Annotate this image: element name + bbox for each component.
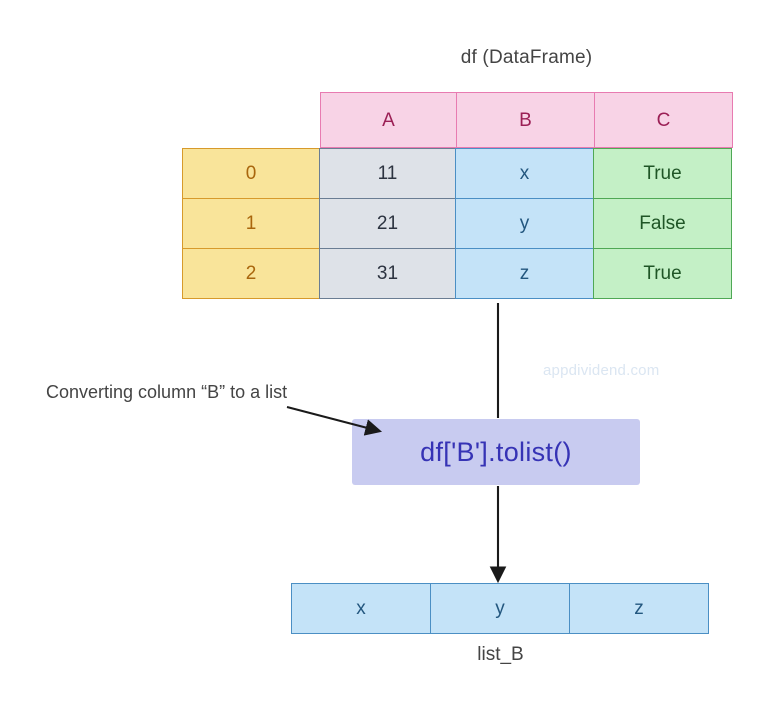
cell-c-2: True: [593, 248, 732, 299]
cell-c-1: False: [593, 198, 732, 249]
code-expression: df['B'].tolist(): [420, 436, 572, 467]
column-header-c: C: [594, 92, 733, 148]
row-index-2: 2: [182, 248, 320, 299]
dataframe-title: df (DataFrame): [460, 47, 593, 68]
table-row: 0 11 x True: [182, 148, 733, 199]
column-header-a: A: [320, 92, 457, 148]
list-item: x: [291, 583, 431, 634]
table-row: 1 21 y False: [182, 198, 733, 249]
code-box: df['B'].tolist(): [352, 419, 640, 485]
dataframe-table: A B C 0 11 x True 1 21 y False 2 31 z Tr…: [182, 92, 733, 299]
list-item: z: [569, 583, 709, 634]
cell-c-0: True: [593, 148, 732, 199]
annotation-label: Converting column “B” to a list: [46, 382, 288, 402]
result-list-box: x y z: [291, 583, 709, 634]
table-header-row: A B C: [182, 92, 733, 148]
cell-b-1: y: [455, 198, 594, 249]
table-row: 2 31 z True: [182, 248, 733, 299]
index-corner-spacer: [182, 92, 320, 148]
cell-a-2: 31: [319, 248, 456, 299]
result-list-label: list_B: [477, 644, 524, 665]
cell-b-2: z: [455, 248, 594, 299]
watermark: appdividend.com: [543, 362, 660, 379]
list-item: y: [430, 583, 570, 634]
row-index-0: 0: [182, 148, 320, 199]
cell-b-0: x: [455, 148, 594, 199]
column-header-b: B: [456, 92, 595, 148]
cell-a-1: 21: [319, 198, 456, 249]
cell-a-0: 11: [319, 148, 456, 199]
row-index-1: 1: [182, 198, 320, 249]
